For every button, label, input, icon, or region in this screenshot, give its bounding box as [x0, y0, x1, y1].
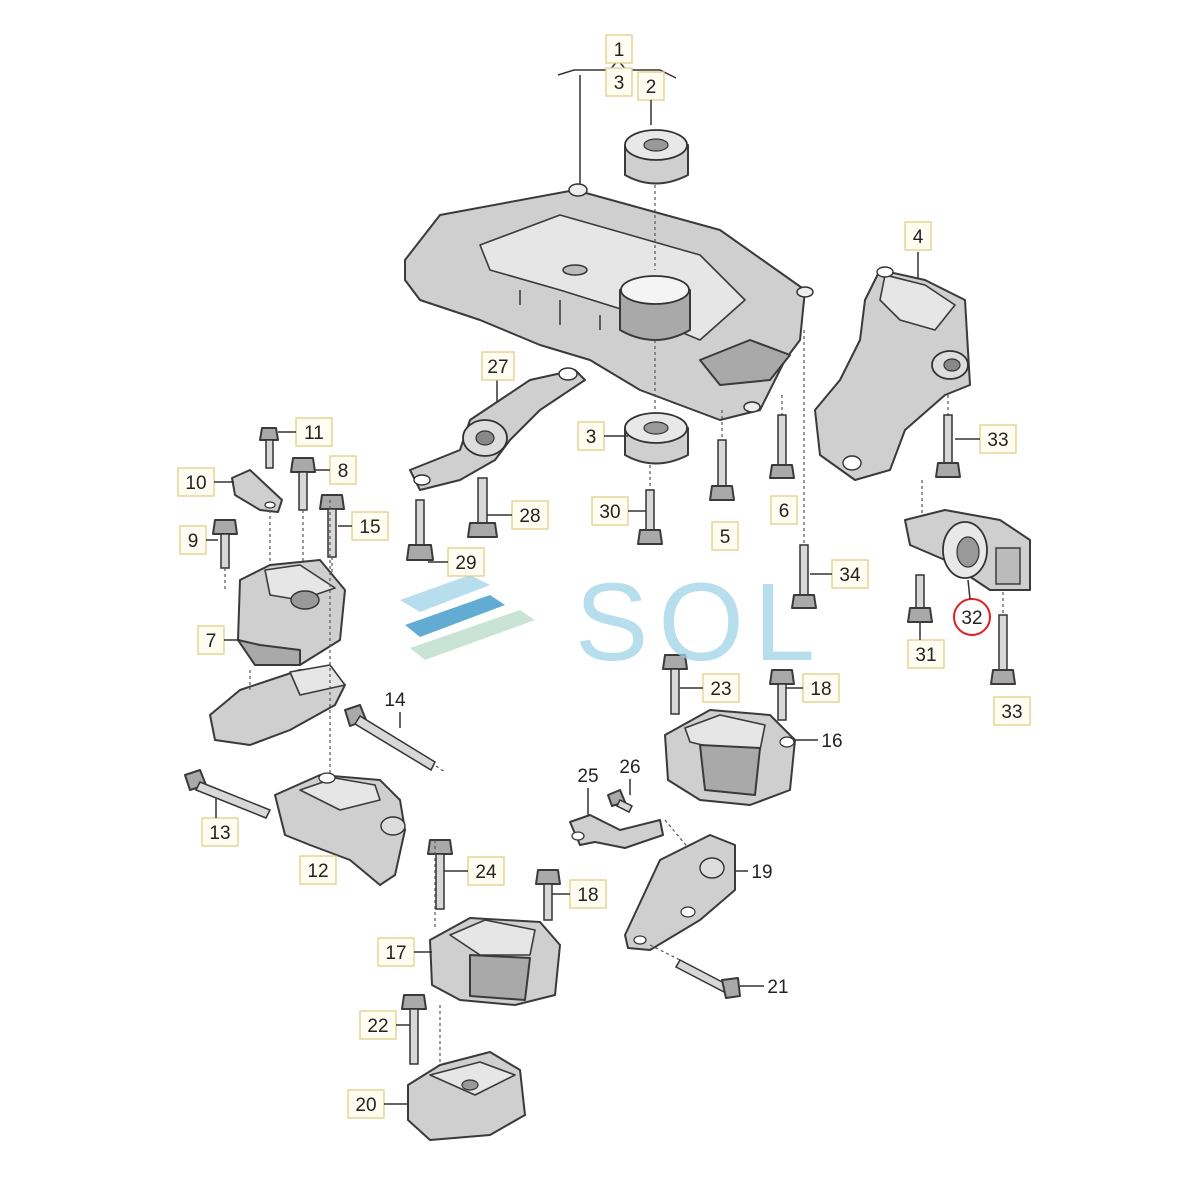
torque-rod-part-27: [409, 367, 586, 491]
bushing-bracket-part-32: [904, 480, 1031, 591]
callout-19: 19: [751, 862, 772, 883]
bolt-24: [427, 839, 453, 910]
mount-part-17: [429, 917, 561, 1006]
bolt-33-lower: [990, 592, 1016, 685]
watermark-stripe-icon: [405, 595, 505, 637]
bracket-part-19: [624, 819, 736, 961]
bolt-23: [662, 654, 688, 715]
callout-29: 29: [455, 553, 476, 574]
callout-13: 13: [209, 823, 230, 844]
bolt-14: [344, 704, 446, 773]
callout-1: 1: [614, 40, 625, 61]
callout-9: 9: [188, 531, 199, 552]
bolt-31: [907, 574, 933, 623]
callout-24: 24: [475, 862, 497, 883]
callout-30: 30: [599, 502, 620, 523]
mount-part-16: [664, 709, 796, 806]
callout-20: 20: [355, 1095, 376, 1116]
bolt-34: [791, 330, 817, 609]
callout-33-lower: 33: [1001, 702, 1022, 723]
watermark-stripe-icon: [410, 610, 535, 660]
callout-31: 31: [915, 645, 936, 666]
bolt-11: [259, 427, 279, 469]
callout-2: 2: [646, 77, 657, 98]
callout-25: 25: [577, 766, 598, 787]
bolt-5: [709, 410, 735, 501]
callout-15: 15: [359, 517, 380, 538]
bolt-13: [184, 769, 272, 819]
bolt-30: [637, 465, 663, 545]
callout-4: 4: [913, 227, 924, 248]
bolt-6: [769, 395, 795, 479]
callout-3-top: 3: [614, 73, 625, 94]
callout-22: 22: [367, 1016, 388, 1037]
callout-26: 26: [619, 757, 640, 778]
callout-34: 34: [839, 565, 861, 586]
bolt-18-upper: [769, 669, 795, 721]
callout-14: 14: [384, 690, 406, 711]
callout-21: 21: [767, 977, 788, 998]
bolt-18-lower: [535, 869, 561, 921]
bushing-part-3: [624, 340, 689, 465]
callout-7: 7: [206, 631, 217, 652]
highlight-ring-32: [953, 598, 991, 636]
watermark-stripe-icon: [400, 575, 490, 612]
watermark-text: SOL: [575, 561, 825, 684]
bushing-part-2: [624, 129, 689, 270]
bolt-29: [406, 499, 434, 561]
bracket-part-25: [569, 814, 664, 849]
callout-32: 32: [961, 608, 982, 629]
callout-6: 6: [779, 501, 790, 522]
callout-17: 17: [385, 943, 406, 964]
bracket-part-10: [231, 469, 283, 513]
bolt-22: [401, 994, 441, 1070]
bolt-33-upper: [935, 395, 961, 478]
bolt-9: [212, 519, 238, 590]
mount-bracket-lower-left: [209, 664, 346, 746]
callout-3-mid: 3: [586, 427, 597, 448]
bolt-26: [607, 789, 634, 814]
callout-33-upper: 33: [987, 430, 1008, 451]
engine-mount-part-7: [237, 510, 346, 666]
callout-27: 27: [487, 357, 508, 378]
callout-16: 16: [821, 731, 842, 752]
callout-10: 10: [185, 473, 206, 494]
callout-18-upper: 18: [810, 679, 831, 700]
callout-8: 8: [338, 461, 349, 482]
bracket-part-4: [814, 252, 971, 481]
callout-23: 23: [710, 679, 731, 700]
callout-18-lower: 18: [577, 885, 598, 906]
mount-part-20: [407, 1051, 526, 1141]
bolt-8: [290, 457, 316, 570]
mount-bracket-part-12: [274, 500, 406, 886]
sol-watermark: SOL: [400, 561, 825, 684]
bolt-21: [674, 959, 741, 999]
callout-5: 5: [720, 527, 731, 548]
subframe-part: [404, 58, 814, 421]
callout-28: 28: [519, 506, 540, 527]
callout-12: 12: [307, 861, 328, 882]
callout-11: 11: [304, 423, 324, 444]
bolt-28: [467, 477, 498, 538]
